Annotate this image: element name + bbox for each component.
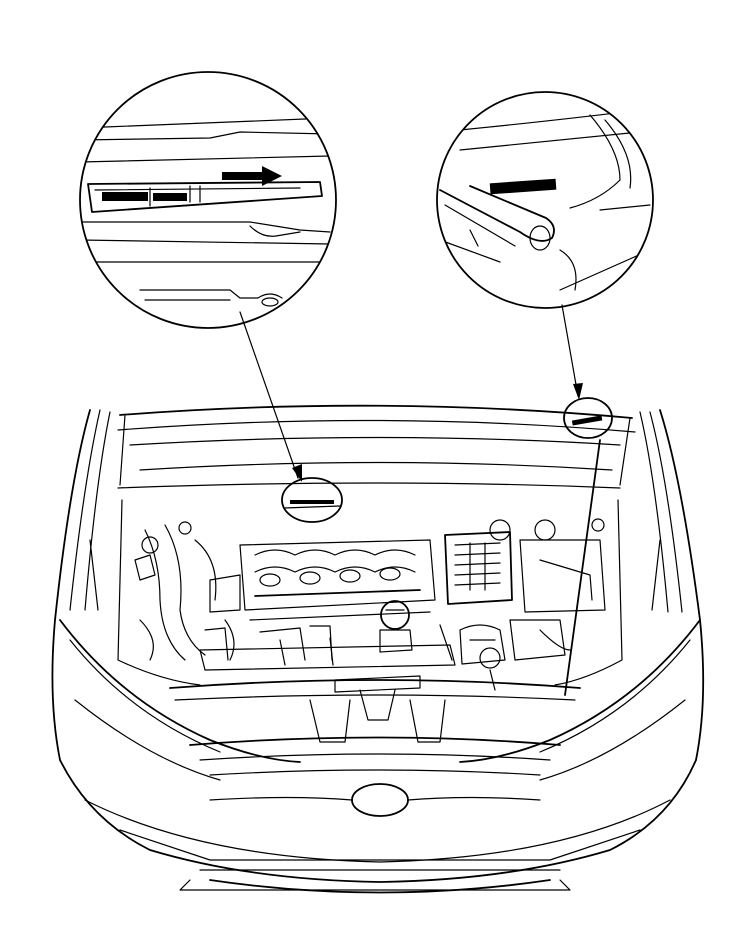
leader-line-right: [561, 304, 583, 400]
detail-callout-right: [436, 91, 654, 309]
label-bar-icon: [489, 178, 557, 195]
leader-line-left: [239, 311, 302, 482]
car-front-body: [51, 404, 705, 894]
wiper-location-marker-left: [281, 477, 343, 523]
detail-callout-left: [79, 71, 337, 329]
wiper-location-marker-right: [563, 397, 613, 439]
release-arrow-icon: [222, 166, 282, 186]
engine-assembly: [134, 397, 613, 691]
